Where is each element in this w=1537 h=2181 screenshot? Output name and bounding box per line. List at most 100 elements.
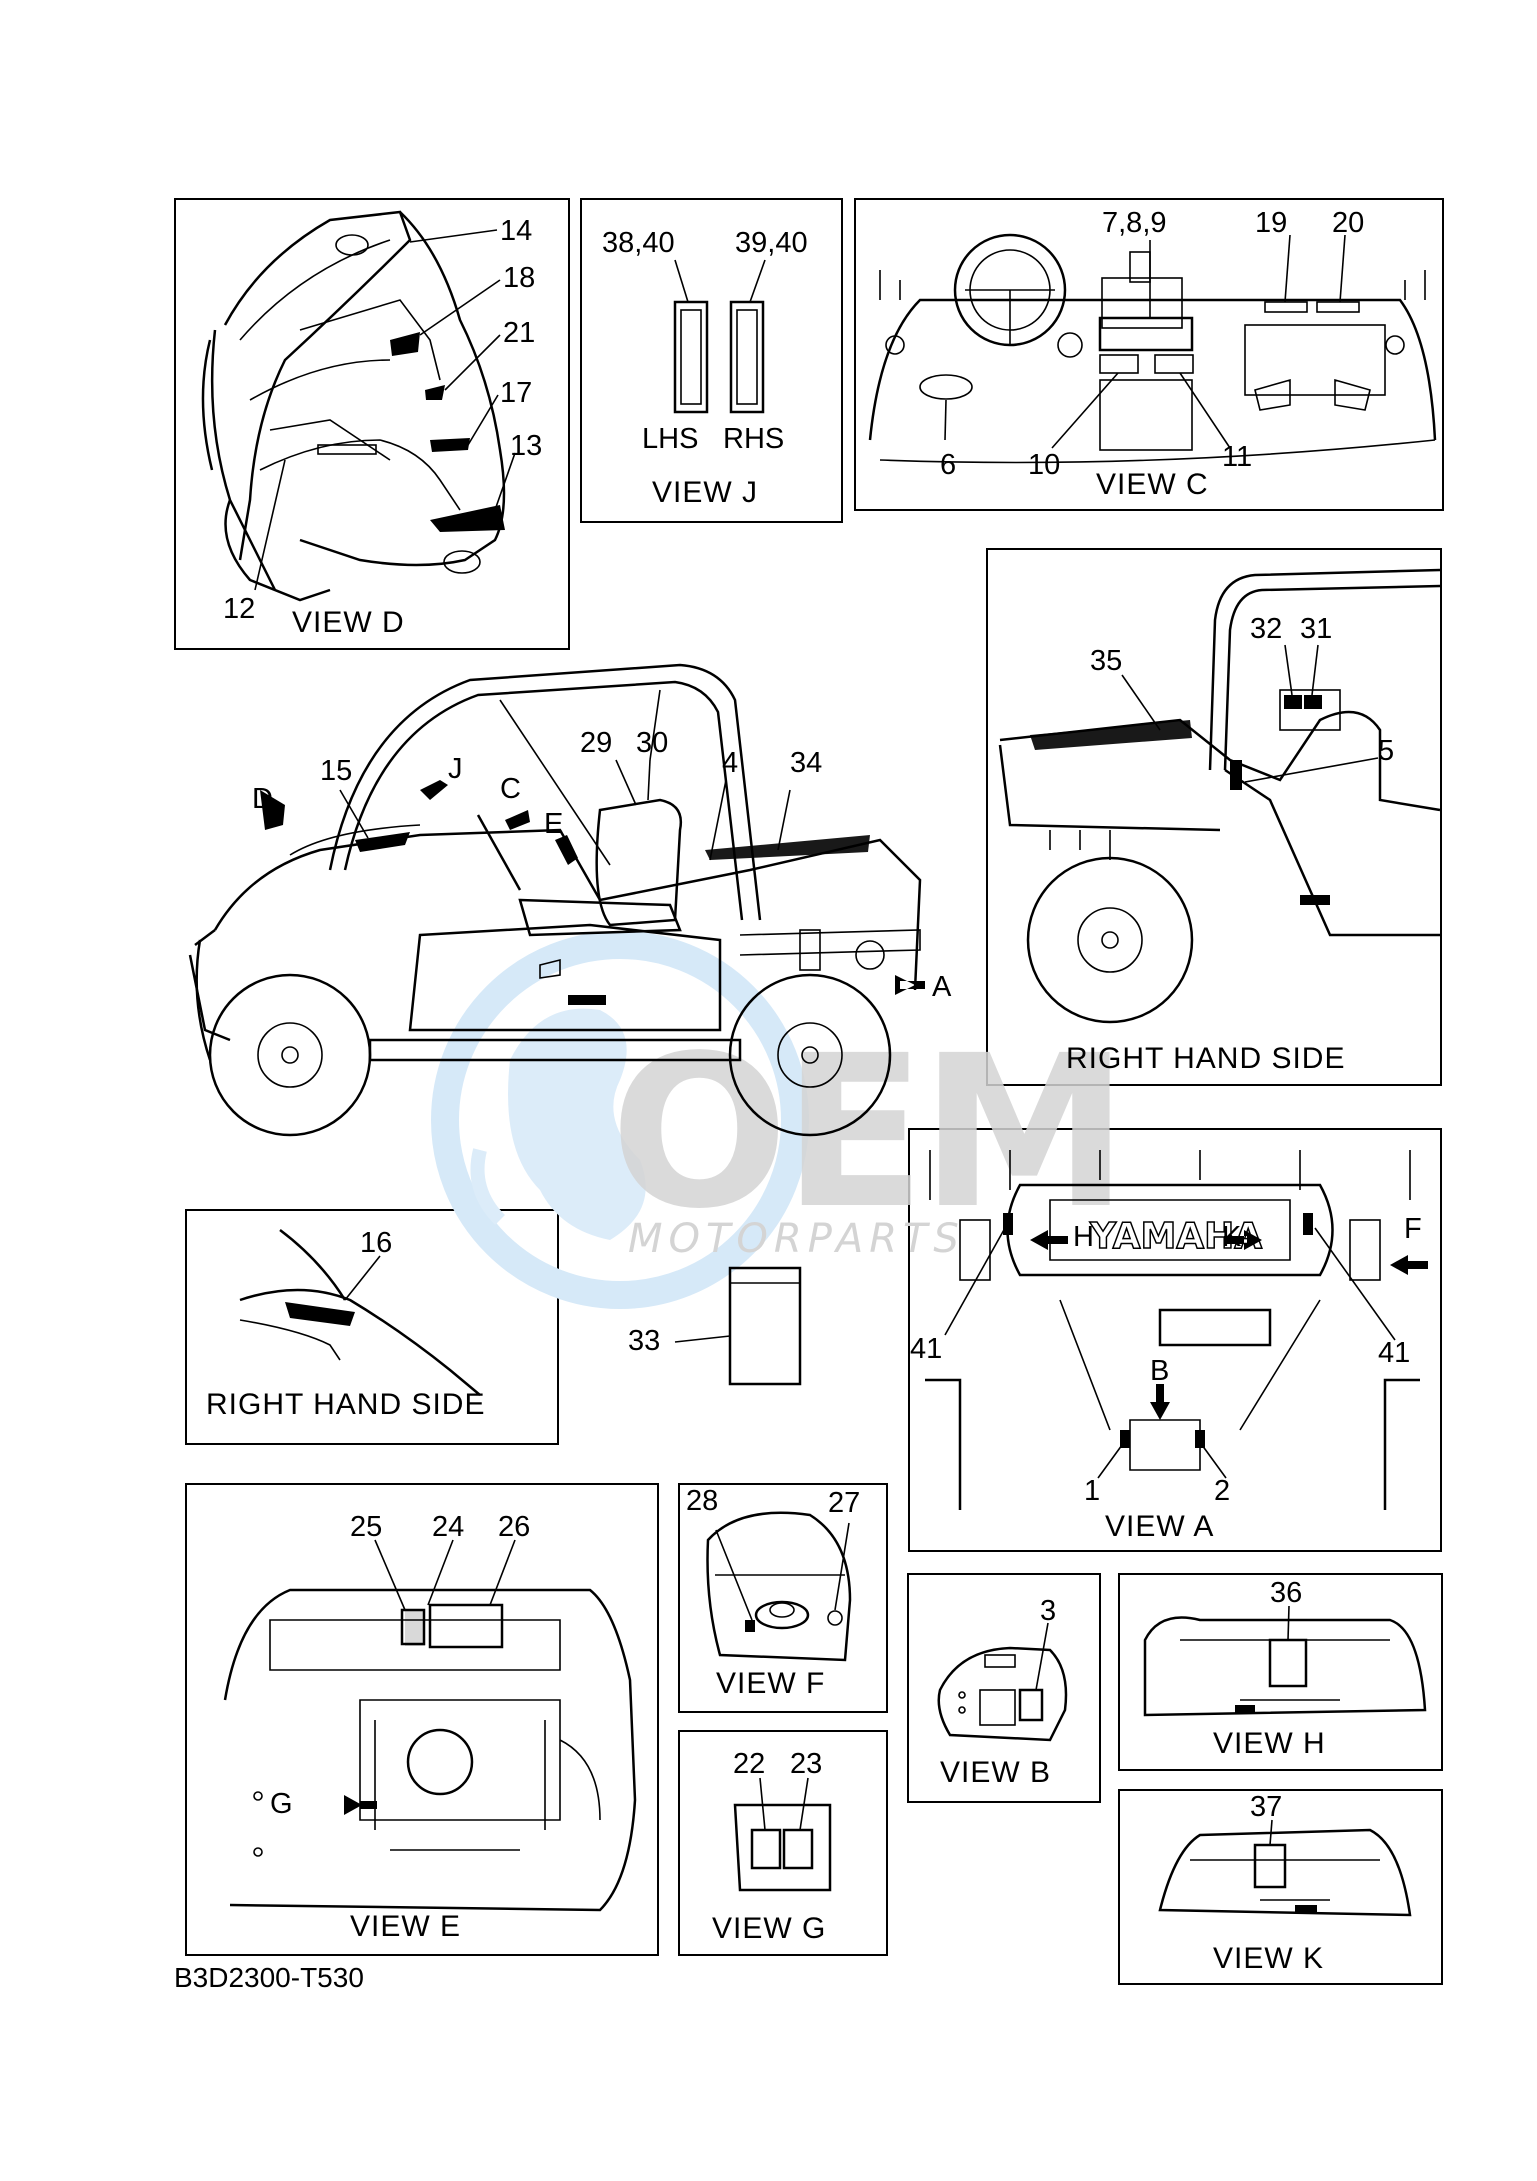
- panel-view-c: [854, 198, 1444, 511]
- arrow-a-icon: [895, 975, 925, 995]
- label-25: 25: [350, 1511, 382, 1543]
- label-4: 4: [722, 747, 738, 779]
- label-39-40: 39,40: [735, 227, 808, 259]
- label-11: 11: [1222, 441, 1252, 473]
- panel-view-d: [174, 198, 570, 650]
- label-18: 18: [503, 262, 535, 294]
- panel-view-a: [908, 1128, 1442, 1552]
- label-21: 21: [503, 317, 535, 349]
- label-37: 37: [1250, 1791, 1282, 1823]
- arrow-b-icon: [1150, 1384, 1170, 1420]
- vehicle-side-view: 15 J C D E 29 30 4 34 A: [188, 663, 952, 1137]
- label-12: 12: [223, 593, 255, 625]
- document-code: B3D2300-T530: [174, 1962, 364, 1993]
- arrow-g-icon: [344, 1795, 377, 1815]
- label-38-40: 38,40: [602, 227, 675, 259]
- arrow-j-icon: [420, 780, 448, 800]
- panel-view-e: [185, 1483, 659, 1956]
- view-j-caption: VIEW J: [652, 476, 758, 509]
- label-36: 36: [1270, 1577, 1302, 1609]
- label-26: 26: [498, 1511, 530, 1543]
- label-b: B: [1150, 1355, 1169, 1387]
- label-5: 5: [1378, 735, 1394, 767]
- view-d-illustration: 14 18 21 17 13 12 VIEW D: [201, 210, 542, 639]
- label-j: J: [448, 753, 463, 785]
- label-14: 14: [500, 215, 532, 247]
- panel-right-hand-side-small: [185, 1209, 559, 1445]
- label-33: 33: [628, 1325, 660, 1357]
- label-g: G: [270, 1788, 293, 1820]
- label-22: 22: [733, 1748, 765, 1780]
- label-32: 32: [1250, 613, 1282, 645]
- arrow-h-icon: [1030, 1230, 1068, 1250]
- panel-view-h: [1118, 1573, 1443, 1771]
- watermark-small-text: MOTORPARTS: [628, 1216, 965, 1262]
- view-g-illustration: 22 23 VIEW G: [712, 1748, 832, 1945]
- view-j-illustration: 38,40 39,40 LHS RHS VIEW J: [602, 227, 808, 509]
- label-k: K: [1222, 1221, 1242, 1253]
- label-13: 13: [510, 430, 542, 462]
- arrow-e-icon: [555, 835, 578, 865]
- label-6: 6: [940, 449, 956, 481]
- panel-view-b: [907, 1573, 1101, 1803]
- label-30: 30: [636, 727, 668, 759]
- label-3: 3: [1040, 1595, 1056, 1627]
- label-24: 24: [432, 1511, 464, 1543]
- label-35: 35: [1090, 645, 1122, 677]
- view-d-caption: VIEW D: [292, 606, 405, 639]
- label-23: 23: [790, 1748, 822, 1780]
- panel-view-j: [580, 198, 843, 523]
- label-rhs: RHS: [723, 423, 784, 455]
- label-15: 15: [320, 755, 352, 787]
- label-16: 16: [360, 1227, 392, 1259]
- label-17: 17: [500, 377, 532, 409]
- view-h-caption: VIEW H: [1213, 1727, 1326, 1760]
- view-b-caption: VIEW B: [940, 1756, 1051, 1789]
- label-31: 31: [1300, 613, 1332, 645]
- view-f-caption: VIEW F: [716, 1667, 825, 1700]
- rhs-small-caption: RIGHT HAND SIDE: [206, 1388, 485, 1421]
- view-c-caption: VIEW C: [1096, 468, 1209, 501]
- label-c: C: [500, 773, 521, 805]
- label-f: F: [1404, 1213, 1422, 1245]
- view-g-caption: VIEW G: [712, 1912, 826, 1945]
- rhs-small-illustration: 16 RIGHT HAND SIDE: [206, 1227, 485, 1421]
- label-27: 27: [828, 1487, 860, 1519]
- rhs-top-caption: RIGHT HAND SIDE: [1066, 1042, 1345, 1075]
- watermark-big-text: OEM: [610, 1010, 1123, 1255]
- rhs-top-illustration: 32 31 35 5 RIGHT HAND SIDE: [998, 568, 1441, 1075]
- label-34: 34: [790, 747, 822, 779]
- view-a-caption: VIEW A: [1105, 1510, 1214, 1543]
- view-a-illustration: YAMAHA H K F 41 41 B 1 2 VIEW A: [910, 1150, 1428, 1543]
- label-28: 28: [686, 1485, 718, 1517]
- arrow-d-icon: [260, 790, 285, 830]
- watermark-logo: OEM MOTORPARTS: [431, 931, 1129, 1309]
- label-a: A: [932, 971, 952, 1003]
- view-k-caption: VIEW K: [1213, 1942, 1324, 1975]
- label-1: 1: [1084, 1475, 1100, 1507]
- view-b-illustration: 3 VIEW B: [937, 1595, 1068, 1789]
- view-f-illustration: 28 27 VIEW F: [686, 1485, 860, 1700]
- label-h: H: [1073, 1221, 1094, 1253]
- view-h-illustration: 36 VIEW H: [1143, 1577, 1427, 1760]
- label-20: 20: [1332, 207, 1364, 239]
- label-41-left: 41: [910, 1333, 942, 1365]
- panel-right-hand-side-top: [986, 548, 1442, 1086]
- arrow-f-icon: [1390, 1255, 1428, 1275]
- panel-view-k: [1118, 1789, 1443, 1985]
- label-41-right: 41: [1378, 1337, 1410, 1369]
- label-e: E: [544, 808, 563, 840]
- view-e-illustration: 25 24 26 G VIEW E: [223, 1511, 637, 1943]
- panel-view-f: [678, 1483, 888, 1713]
- view-c-illustration: 7,8,9 19 20 6 10 11 VIEW C: [868, 207, 1437, 501]
- view-k-illustration: 37 VIEW K: [1158, 1791, 1412, 1975]
- arrow-k-icon: [1224, 1230, 1262, 1250]
- label-10: 10: [1028, 449, 1060, 481]
- label-lhs: LHS: [642, 423, 698, 455]
- item-33-illustration: 33: [628, 1266, 802, 1386]
- label-19: 19: [1255, 207, 1287, 239]
- label-29: 29: [580, 727, 612, 759]
- label-d: D: [252, 783, 273, 815]
- label-7-8-9: 7,8,9: [1102, 207, 1167, 239]
